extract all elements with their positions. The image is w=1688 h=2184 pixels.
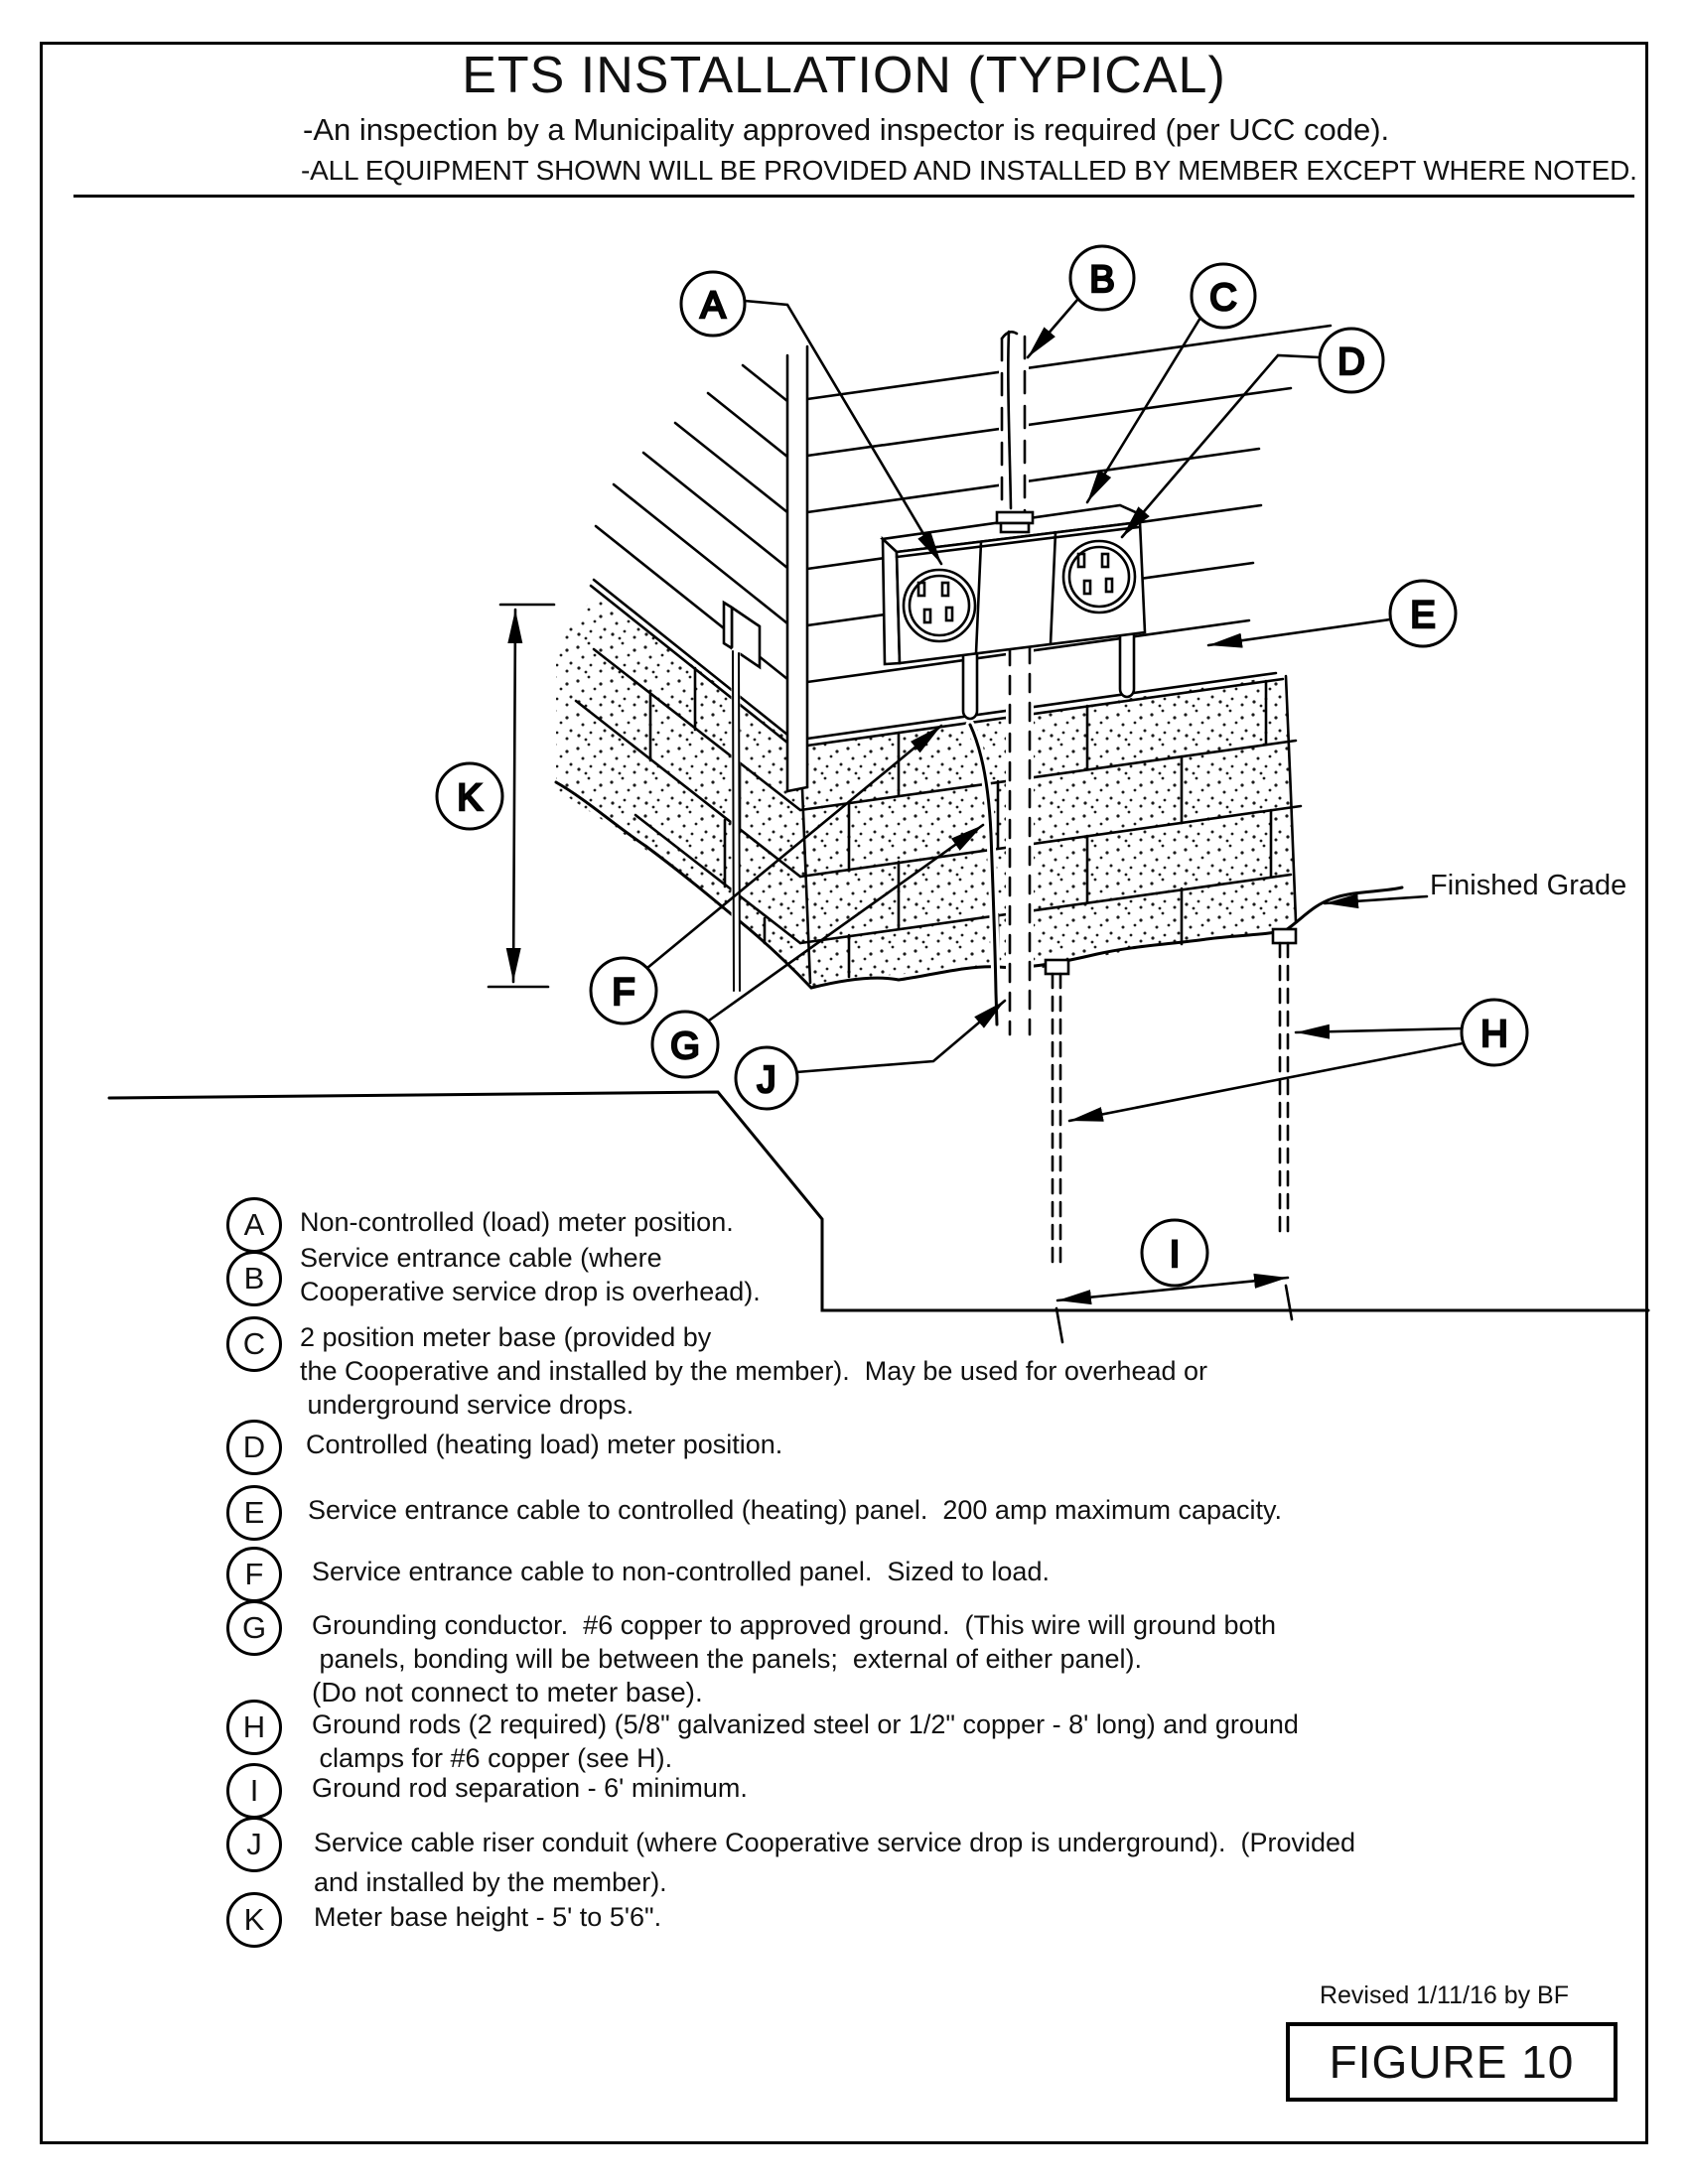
legend-item-i: Ground rod separation - 6' minimum. [312,1773,748,1803]
legend-badge-j: J [226,1817,282,1872]
callout-f: F [589,956,658,1025]
finished-grade-line [554,780,1404,990]
header-rule [73,195,1634,198]
callout-b: B [1068,244,1136,312]
legend-badge-h: H [226,1700,282,1755]
page-title: ETS INSTALLATION (TYPICAL) [462,47,1226,104]
svg-text:J: J [758,1059,776,1101]
legend-item-j: Service cable riser conduit (where Coope… [314,1828,1356,1897]
service-entrance-cable [995,330,1035,534]
corner-trim [785,344,809,793]
callout-i: I [1140,1218,1209,1288]
legend-item-e: Service entrance cable to controlled (he… [308,1495,1283,1525]
meter-socket-controlled [1061,539,1137,614]
svg-text:B: B [1089,259,1114,301]
service-cable-noncontrolled [961,643,979,721]
legend-badge-g: G [226,1600,282,1656]
callout-a: A [679,270,747,338]
legend-badge-i: I [226,1763,282,1819]
figure-number-label: FIGURE 10 [1329,2036,1575,2088]
legend-badge-f: F [226,1547,282,1602]
finished-grade-label: Finished Grade [1430,870,1626,901]
ground-rod-right [1271,927,1298,1241]
legend-badge-d: D [226,1420,282,1475]
drawing-boundary [107,1090,1650,1312]
callout-g: G [650,1010,720,1079]
page-border [40,42,1648,2144]
svg-text:F: F [612,972,634,1014]
callout-k: K [435,761,504,831]
service-cable-controlled [1118,616,1136,699]
foundation-wall [556,584,1303,988]
grounding-conductor [965,720,1002,1029]
legend-item-k: Meter base height - 5' to 5'6". [314,1902,662,1932]
meter-base [880,503,1147,721]
legend-badge-a: A [226,1197,282,1253]
figure-number-box: FIGURE 10 [1286,2022,1618,2102]
svg-text:D: D [1337,341,1364,383]
legend-badge-c: C [226,1316,282,1372]
svg-text:A: A [700,285,726,327]
svg-text:C: C [1209,277,1236,319]
legend-item-g: Grounding conductor. #6 copper to approv… [312,1610,1277,1707]
callout-d: D [1318,327,1385,394]
dimension-rod-separation [1055,1273,1294,1344]
callout-j: J [734,1045,799,1111]
legend-item-h: Ground rods (2 required) (5/8" galvanize… [312,1709,1299,1773]
equipment-note: -ALL EQUIPMENT SHOWN WILL BE PROVIDED AN… [301,155,1637,186]
legend-badge-e: E [226,1485,282,1541]
callout-e: E [1388,579,1458,648]
leader-lines [645,298,1465,1123]
legend-item-f: Service entrance cable to non-controlled… [312,1557,1050,1586]
callout-h: H [1460,998,1529,1067]
legend-badge-b: B [226,1251,282,1306]
svg-text:E: E [1410,595,1435,636]
svg-text:K: K [457,777,482,819]
legend-item-d: Controlled (heating load) meter position… [306,1430,783,1459]
svg-text:I: I [1170,1234,1181,1276]
inspection-note: -An inspection by a Municipality approve… [303,112,1390,147]
riser-conduit-underground [1006,643,1034,1036]
meter-socket-noncontrolled [902,568,977,643]
ground-rod-left [1044,958,1070,1270]
ground-clamp-plate [722,600,762,670]
svg-text:H: H [1480,1014,1507,1055]
grounding-wire-wall [731,646,741,996]
legend-badge-k: K [226,1892,282,1948]
callout-c: C [1190,262,1257,330]
legend-item-a: Non-controlled (load) meter position. [300,1207,734,1237]
revision-note: Revised 1/11/16 by BF [1319,1981,1569,2009]
svg-text:G: G [670,1025,700,1067]
dimension-meter-height [487,603,556,989]
